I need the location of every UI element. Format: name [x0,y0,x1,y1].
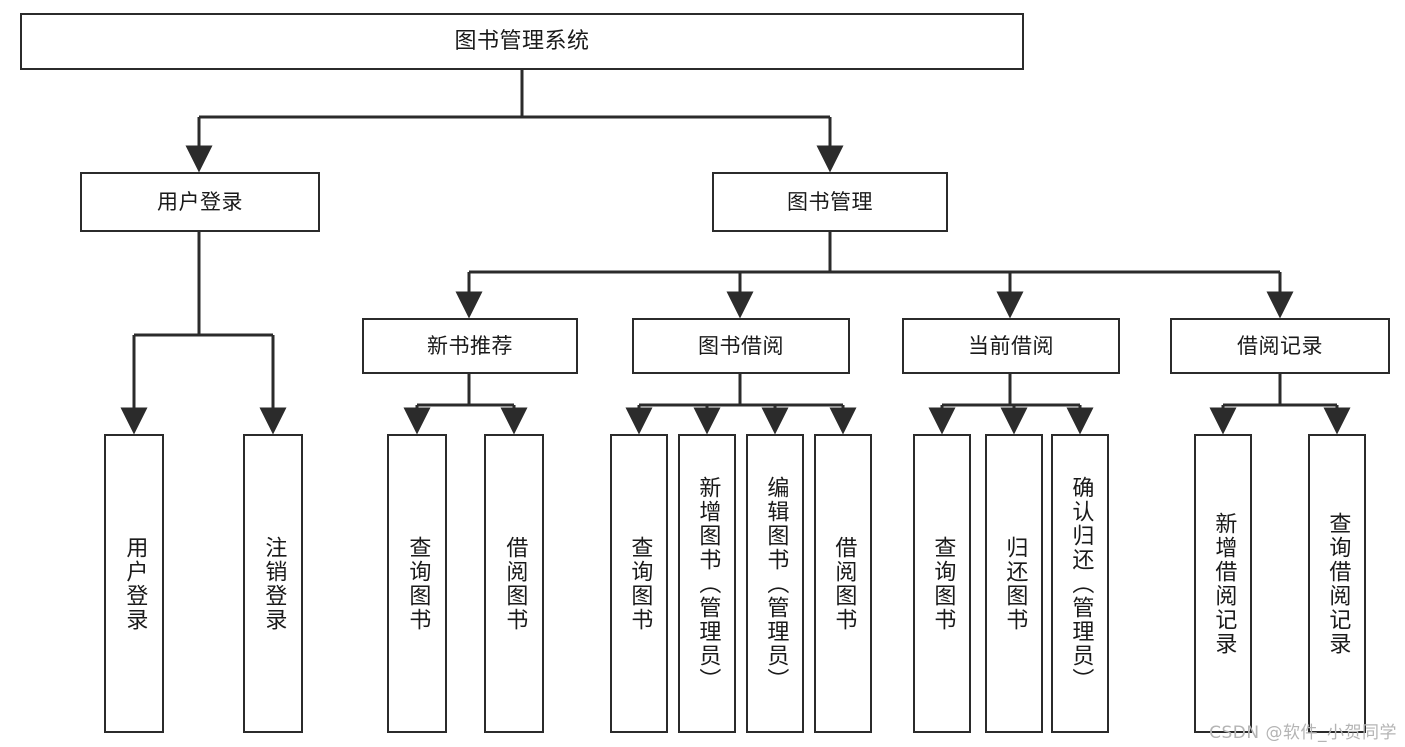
node-leaf-query-book-3[interactable]: 查询图书 [913,434,971,733]
node-leaf-return-book-label: 归还图书 [1002,535,1028,632]
node-leaf-return-book[interactable]: 归还图书 [985,434,1043,733]
node-current-borrow[interactable]: 当前借阅 [902,318,1120,374]
node-book-borrow[interactable]: 图书借阅 [632,318,850,374]
node-leaf-user-login[interactable]: 用户登录 [104,434,164,733]
node-user-login-label: 用户登录 [157,189,243,214]
node-leaf-query-book-1[interactable]: 查询图书 [387,434,447,733]
node-leaf-add-book[interactable]: 新增图书（管理员） [678,434,736,733]
node-leaf-user-logout-label: 注销登录 [261,535,287,632]
node-new-book-rec-label: 新书推荐 [427,333,513,358]
node-leaf-user-login-label: 用户登录 [122,535,148,632]
node-leaf-confirm-return[interactable]: 确认归还（管理员） [1051,434,1109,733]
node-book-manage[interactable]: 图书管理 [712,172,948,232]
csdn-watermark: CSDN @软件_小贺同学 [1209,723,1397,743]
node-user-login[interactable]: 用户登录 [80,172,320,232]
node-leaf-add-record-label: 新增借阅记录 [1211,511,1237,656]
node-borrow-record-label: 借阅记录 [1237,333,1323,358]
node-leaf-query-book-1-label: 查询图书 [405,535,431,632]
node-leaf-query-record-label: 查询借阅记录 [1325,511,1351,656]
node-root[interactable]: 图书管理系统 [20,13,1024,70]
node-leaf-query-record[interactable]: 查询借阅记录 [1308,434,1366,733]
node-book-manage-label: 图书管理 [787,189,873,214]
node-leaf-borrow-book-2[interactable]: 借阅图书 [814,434,872,733]
node-leaf-edit-book-label: 编辑图书（管理员） [763,475,789,692]
node-new-book-rec[interactable]: 新书推荐 [362,318,578,374]
node-leaf-add-record[interactable]: 新增借阅记录 [1194,434,1252,733]
node-leaf-borrow-book-1[interactable]: 借阅图书 [484,434,544,733]
node-current-borrow-label: 当前借阅 [968,333,1054,358]
node-leaf-edit-book[interactable]: 编辑图书（管理员） [746,434,804,733]
node-leaf-user-logout[interactable]: 注销登录 [243,434,303,733]
node-leaf-add-book-label: 新增图书（管理员） [695,475,721,692]
node-leaf-query-book-3-label: 查询图书 [930,535,956,632]
node-leaf-query-book-2[interactable]: 查询图书 [610,434,668,733]
node-borrow-record[interactable]: 借阅记录 [1170,318,1390,374]
node-leaf-borrow-book-2-label: 借阅图书 [831,535,857,632]
node-book-borrow-label: 图书借阅 [698,333,784,358]
node-leaf-borrow-book-1-label: 借阅图书 [502,535,528,632]
node-leaf-confirm-return-label: 确认归还（管理员） [1068,475,1094,692]
node-root-label: 图书管理系统 [454,28,590,54]
node-leaf-query-book-2-label: 查询图书 [627,535,653,632]
